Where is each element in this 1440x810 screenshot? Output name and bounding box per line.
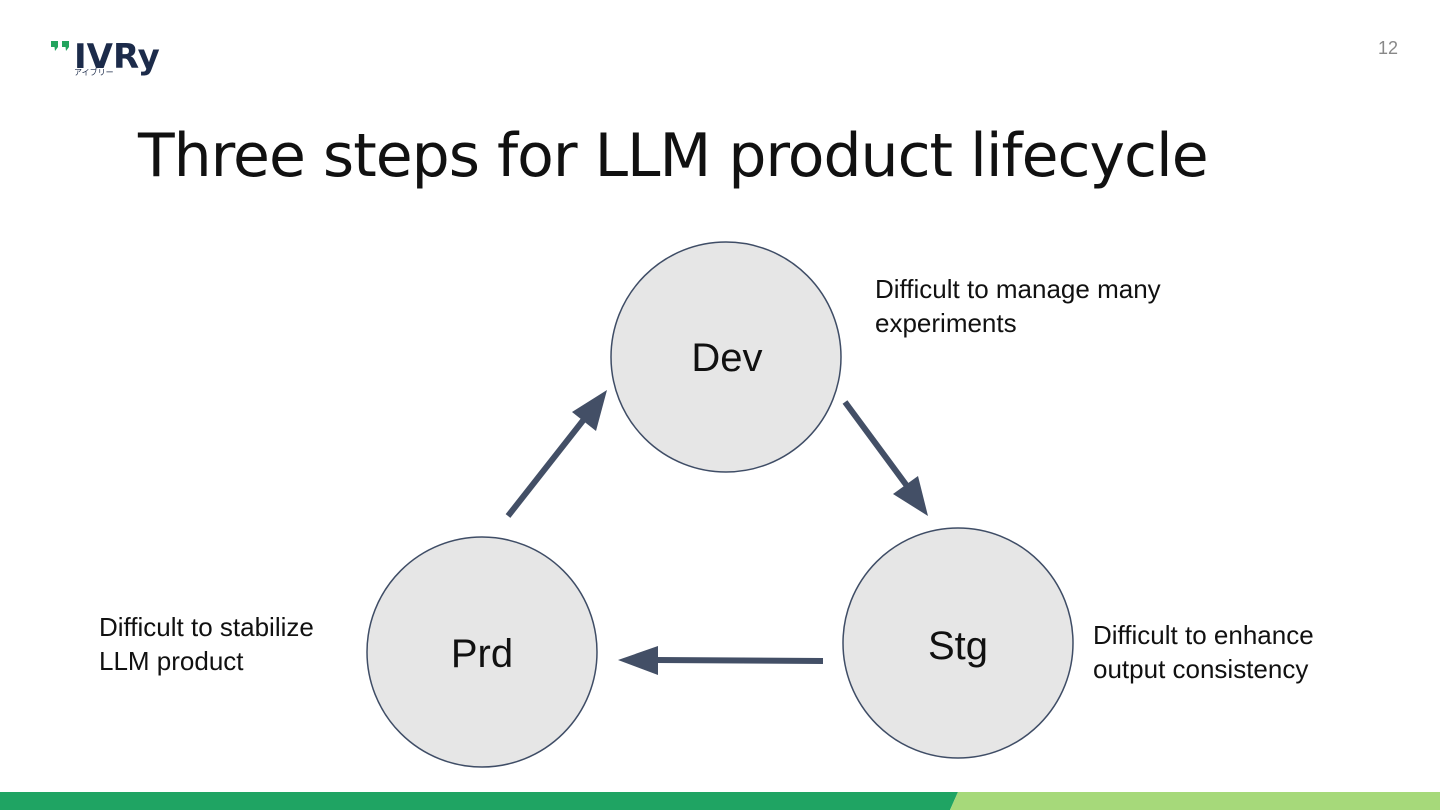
node-prd-circle [366, 536, 598, 768]
note-prd: Difficult to stabilize LLM product [99, 610, 314, 678]
note-prd-line1: Difficult to stabilize [99, 612, 314, 642]
ivry-logo: IVRy アイブリー [50, 38, 170, 82]
arrow-stg-to-prd [618, 646, 824, 675]
node-dev-circle [610, 241, 842, 473]
footer-bar-light [950, 792, 1440, 810]
note-stg-line1: Difficult to enhance [1093, 620, 1314, 650]
logo-wordmark: IVRy [74, 37, 160, 77]
note-dev: Difficult to manage many experiments [875, 272, 1161, 340]
node-dev-label: Dev [691, 336, 762, 380]
node-prd-label: Prd [451, 632, 513, 676]
node-dev: Dev [610, 241, 842, 473]
node-stg: Stg [842, 527, 1074, 759]
slide-title: Three steps for LLM product lifecycle [138, 121, 1209, 191]
node-prd: Prd [366, 536, 598, 768]
arrow-dev-to-stg [842, 400, 928, 516]
footer-bar-dark [0, 792, 958, 810]
note-dev-line2: experiments [875, 308, 1017, 338]
note-stg: Difficult to enhance output consistency [1093, 618, 1314, 686]
footer-bar [0, 792, 1440, 810]
node-stg-circle [842, 527, 1074, 759]
note-dev-line1: Difficult to manage many [875, 274, 1161, 304]
page-number: 12 [1377, 38, 1398, 58]
logo-quote-icon [51, 41, 69, 51]
arrow-prd-to-dev [505, 390, 607, 518]
logo-subtext: アイブリー [74, 68, 114, 77]
note-stg-line2: output consistency [1093, 654, 1309, 684]
node-stg-label: Stg [928, 624, 988, 668]
note-prd-line2: LLM product [99, 646, 244, 676]
